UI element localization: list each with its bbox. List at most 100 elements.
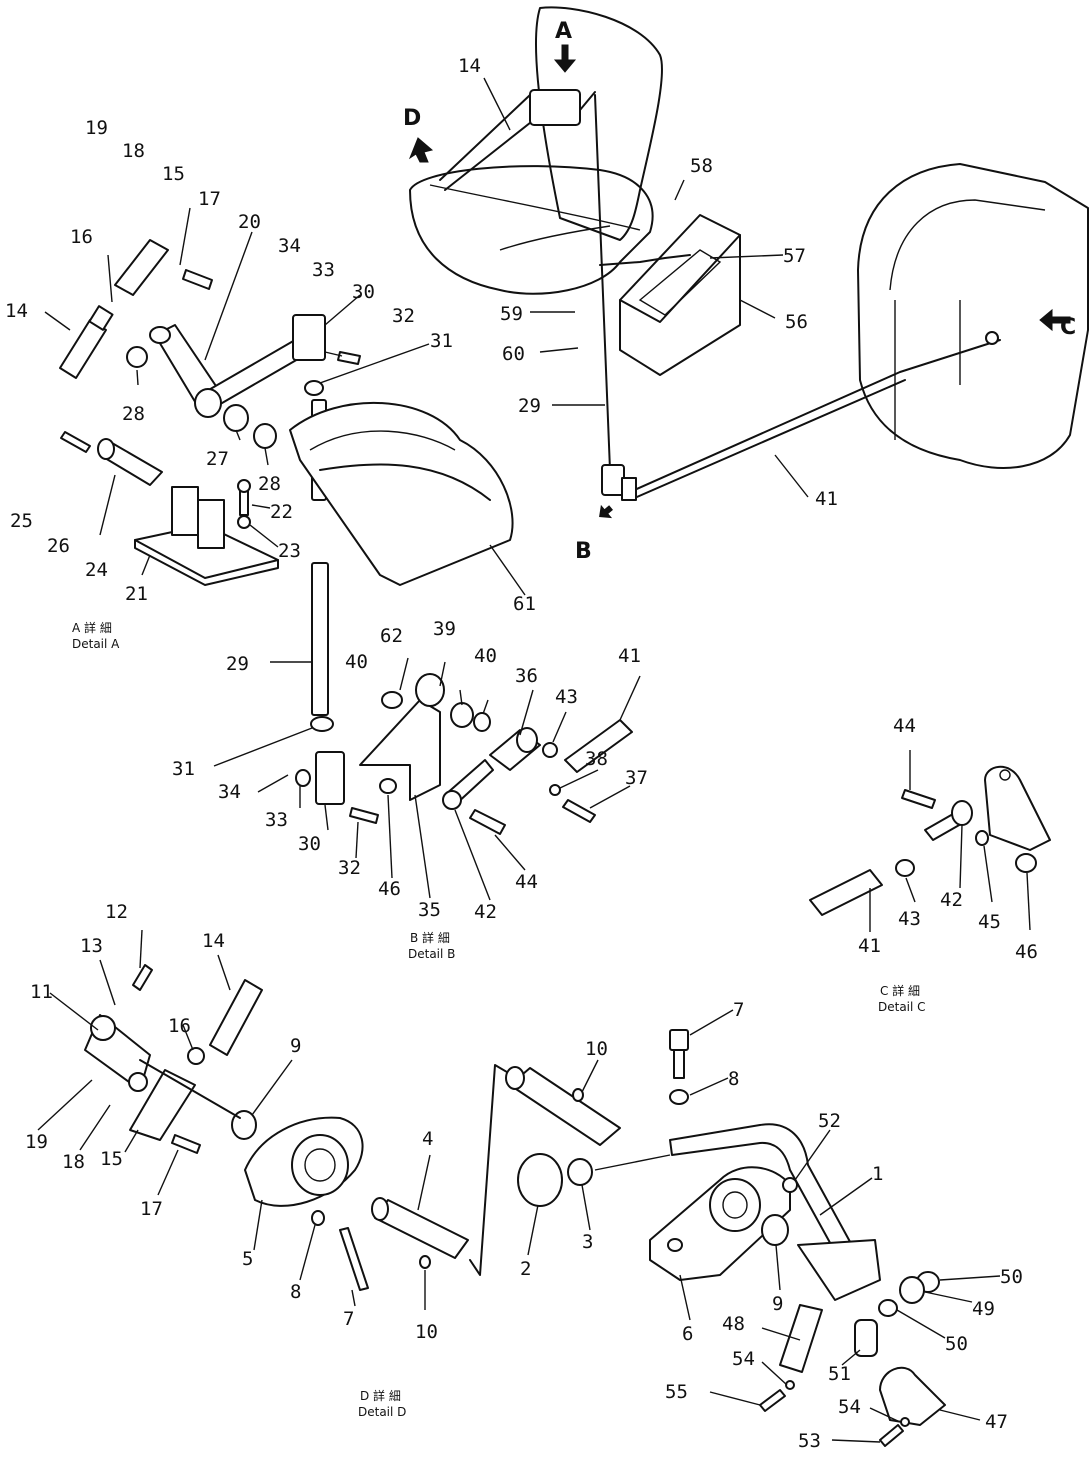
view-letter-a: A <box>555 19 572 44</box>
part-number: 44 <box>515 871 538 893</box>
part-number: 9 <box>772 1293 783 1315</box>
part-number: 48 <box>722 1313 745 1335</box>
part-number: 47 <box>985 1411 1008 1433</box>
part-number: 35 <box>418 899 441 921</box>
part-number: 46 <box>378 878 401 900</box>
part-number: 22 <box>270 501 293 523</box>
leader-lines <box>37 77 1031 1443</box>
part-numbers-detail-a: 19 18 15 17 20 34 33 30 32 31 16 14 28 2… <box>5 117 536 675</box>
part-numbers-detail-d: 12 14 13 11 16 9 19 18 15 17 5 8 7 4 10 … <box>25 901 1023 1452</box>
part-number: 36 <box>515 665 538 687</box>
part-number: 33 <box>312 259 335 281</box>
part-number: 28 <box>258 473 281 495</box>
part-number: 55 <box>665 1381 688 1403</box>
part-number: 8 <box>290 1281 301 1303</box>
part-number: 57 <box>783 245 806 267</box>
caption-d-en: Detail D <box>358 1405 406 1419</box>
part-number: 42 <box>940 889 963 911</box>
part-numbers-detail-b: 62 39 40 40 36 43 41 38 37 31 34 33 30 3… <box>172 618 648 923</box>
part-number: 10 <box>585 1038 608 1060</box>
caption-a-en: Detail A <box>72 637 120 651</box>
part-number: 18 <box>122 140 145 162</box>
caption-b-jp: B 詳 細 <box>410 930 450 945</box>
seat-assembly <box>409 6 663 295</box>
part-number: 1 <box>872 1163 883 1185</box>
part-number: 11 <box>30 981 53 1003</box>
part-number: 14 <box>5 300 28 322</box>
part-number: 30 <box>298 833 321 855</box>
part-number: 14 <box>458 55 481 77</box>
part-number: 54 <box>732 1348 755 1370</box>
part-number: 23 <box>278 540 301 562</box>
part-number: 18 <box>62 1151 85 1173</box>
part-number: 40 <box>474 645 497 667</box>
part-number: 42 <box>474 901 497 923</box>
linkage-14-top <box>439 89 611 471</box>
part-number: 16 <box>70 226 93 248</box>
part-number: 54 <box>838 1396 861 1418</box>
caption-c-en: Detail C <box>878 1000 926 1014</box>
part-number: 2 <box>520 1258 531 1280</box>
part-number: 21 <box>125 583 148 605</box>
part-number: 17 <box>198 188 221 210</box>
part-numbers-detail-c: 44 41 43 42 45 46 <box>858 715 1038 963</box>
part-number: 34 <box>218 781 241 803</box>
bracket-56 <box>599 214 741 376</box>
part-number: 41 <box>858 935 881 957</box>
detail-c-parts <box>809 765 1051 916</box>
cover-61 <box>289 401 514 586</box>
part-number: 13 <box>80 935 103 957</box>
detail-a-parts <box>59 239 361 586</box>
part-number: 12 <box>105 901 128 923</box>
part-number: 5 <box>242 1248 253 1270</box>
part-number: 37 <box>625 767 648 789</box>
view-letter-b: B <box>575 539 592 564</box>
part-number: 7 <box>733 999 744 1021</box>
part-number: 56 <box>785 311 808 333</box>
part-number: 31 <box>172 758 195 780</box>
part-number: 20 <box>238 211 261 233</box>
caption-a-jp: A 詳 細 <box>72 620 112 635</box>
part-number: 29 <box>226 653 249 675</box>
part-number: 44 <box>893 715 916 737</box>
fuel-tank <box>857 163 1089 469</box>
part-number: 45 <box>978 911 1001 933</box>
part-number: 16 <box>168 1015 191 1037</box>
part-number: 34 <box>278 235 301 257</box>
part-number: 50 <box>1000 1266 1023 1288</box>
part-number: 38 <box>585 748 608 770</box>
part-number: 31 <box>430 330 453 352</box>
part-number: 3 <box>582 1231 593 1253</box>
part-number: 28 <box>122 403 145 425</box>
part-number: 40 <box>345 651 368 673</box>
view-letter-c: C <box>1060 315 1076 340</box>
part-number: 9 <box>290 1035 301 1057</box>
part-number: 17 <box>140 1198 163 1220</box>
part-number: 61 <box>513 593 536 615</box>
part-number: 46 <box>1015 941 1038 963</box>
detail-d-parts <box>84 964 946 1447</box>
part-number: 43 <box>898 908 921 930</box>
part-number: 19 <box>85 117 108 139</box>
caption-b-en: Detail B <box>408 947 455 961</box>
part-number: 52 <box>818 1110 841 1132</box>
part-number: 60 <box>502 343 525 365</box>
part-number: 39 <box>433 618 456 640</box>
part-number: 62 <box>380 625 403 647</box>
part-number: 14 <box>202 930 225 952</box>
part-number: 30 <box>352 281 375 303</box>
part-number: 58 <box>690 155 713 177</box>
part-number: 41 <box>618 645 641 667</box>
part-number: 25 <box>10 510 33 532</box>
part-number: 51 <box>828 1363 851 1385</box>
part-number: 26 <box>47 535 70 557</box>
part-number: 59 <box>500 303 523 325</box>
part-number: 41 <box>815 488 838 510</box>
part-number: 32 <box>338 857 361 879</box>
part-number: 24 <box>85 559 108 581</box>
detail-b-parts <box>295 673 633 835</box>
part-number: 6 <box>682 1323 693 1345</box>
part-number: 29 <box>518 395 541 417</box>
view-letter-d: D <box>403 106 421 131</box>
